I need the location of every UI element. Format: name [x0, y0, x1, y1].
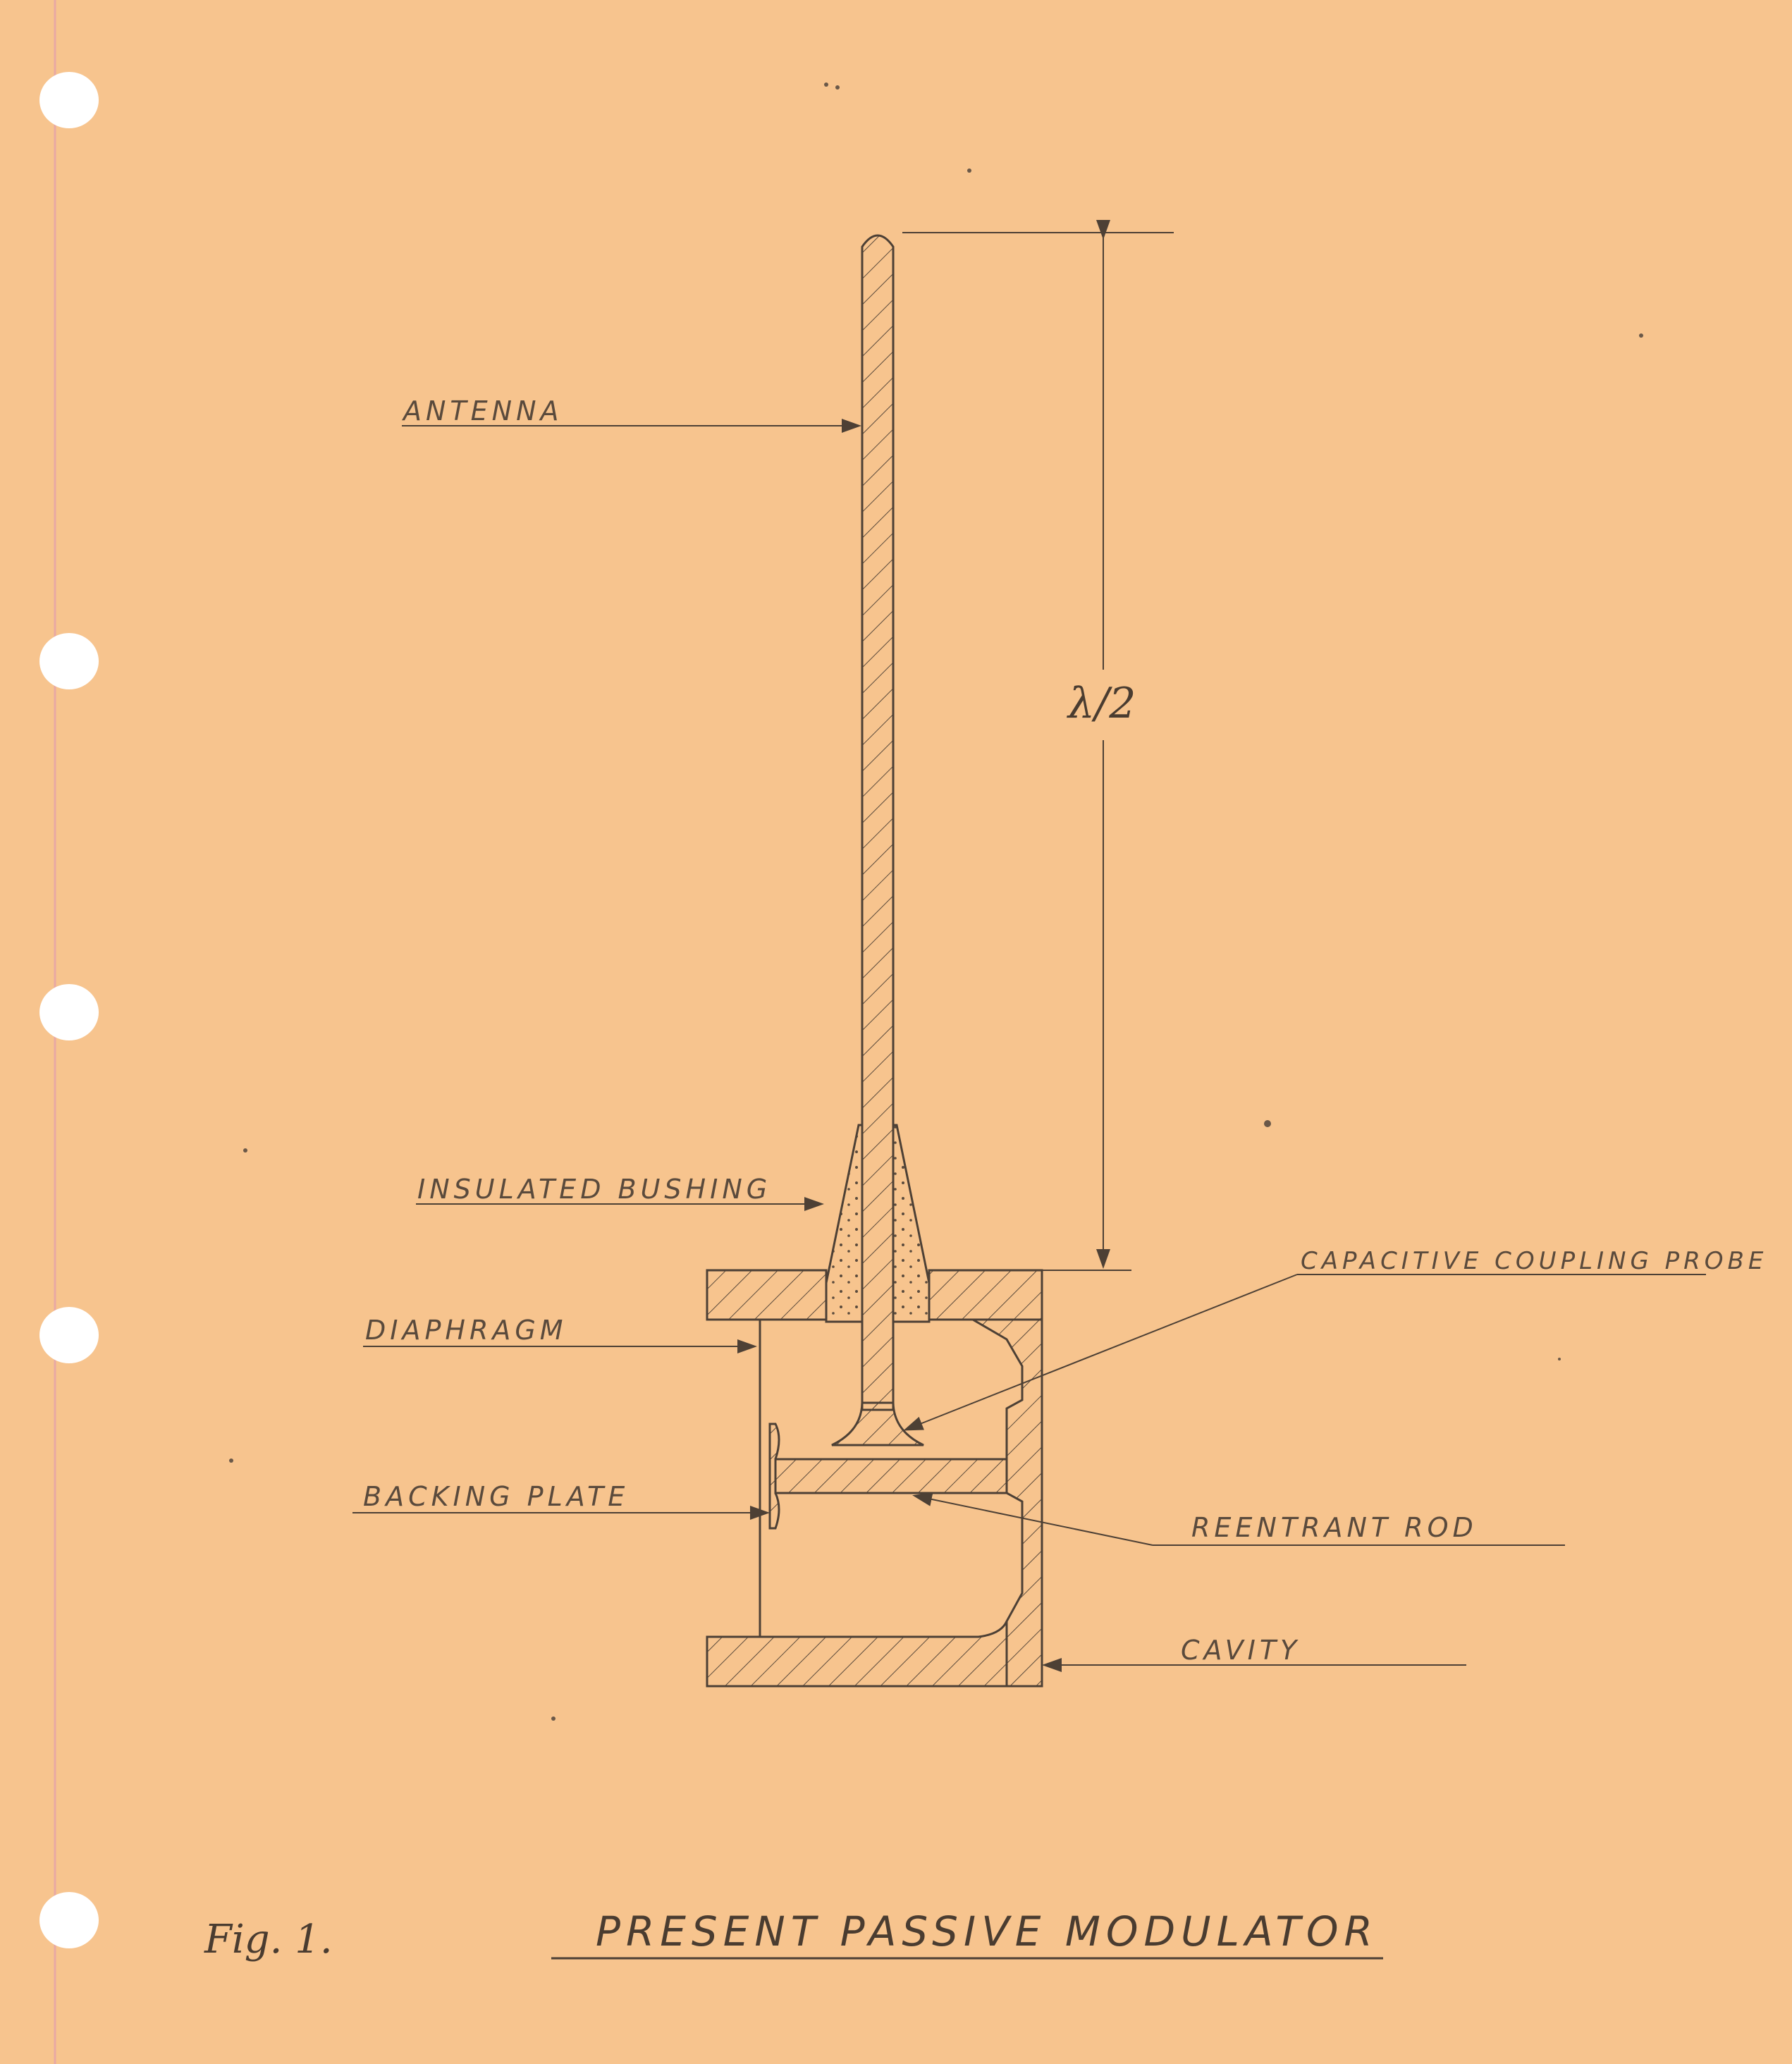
leader-lines: [352, 419, 1706, 1672]
coupling-probe-head: [831, 1401, 924, 1446]
punch-hole: [39, 633, 99, 689]
label-cavity: CAVITY: [1181, 1635, 1301, 1666]
figure-title: PRESENT PASSIVE MODULATOR: [596, 1908, 1378, 1955]
punch-hole: [39, 984, 99, 1040]
punch-hole: [39, 1307, 99, 1363]
paper-specks: [229, 82, 1643, 1721]
label-reentrant-rod: REENTRANT ROD: [1191, 1512, 1478, 1543]
leader-reentrant-rod: [912, 1492, 1153, 1546]
label-backing-plate: BACKING PLATE: [363, 1481, 629, 1512]
cavity-top-plate: [706, 1269, 1043, 1321]
label-capacitive-coupling-probe: CAPACITIVE COUPLING PROBE: [1301, 1247, 1767, 1275]
cavity-bottom-plate: [706, 1621, 1008, 1688]
label-insulated-bushing: INSULATED BUSHING: [417, 1174, 771, 1205]
label-diaphragm: DIAPHRAGM: [365, 1315, 567, 1346]
reentrant-rod: [768, 1423, 1008, 1530]
punch-hole: [39, 1892, 99, 1948]
antenna-rod: [861, 234, 895, 1411]
dimension-label: λ/2: [1067, 679, 1136, 728]
punch-hole: [39, 72, 99, 128]
leader-capacitive-probe: [903, 1274, 1298, 1431]
label-antenna: ANTENNA: [401, 395, 563, 426]
punch-holes: [39, 72, 99, 1948]
figure-number: Fig. 1.: [204, 1917, 333, 1962]
dimension-lines: [902, 220, 1174, 1271]
